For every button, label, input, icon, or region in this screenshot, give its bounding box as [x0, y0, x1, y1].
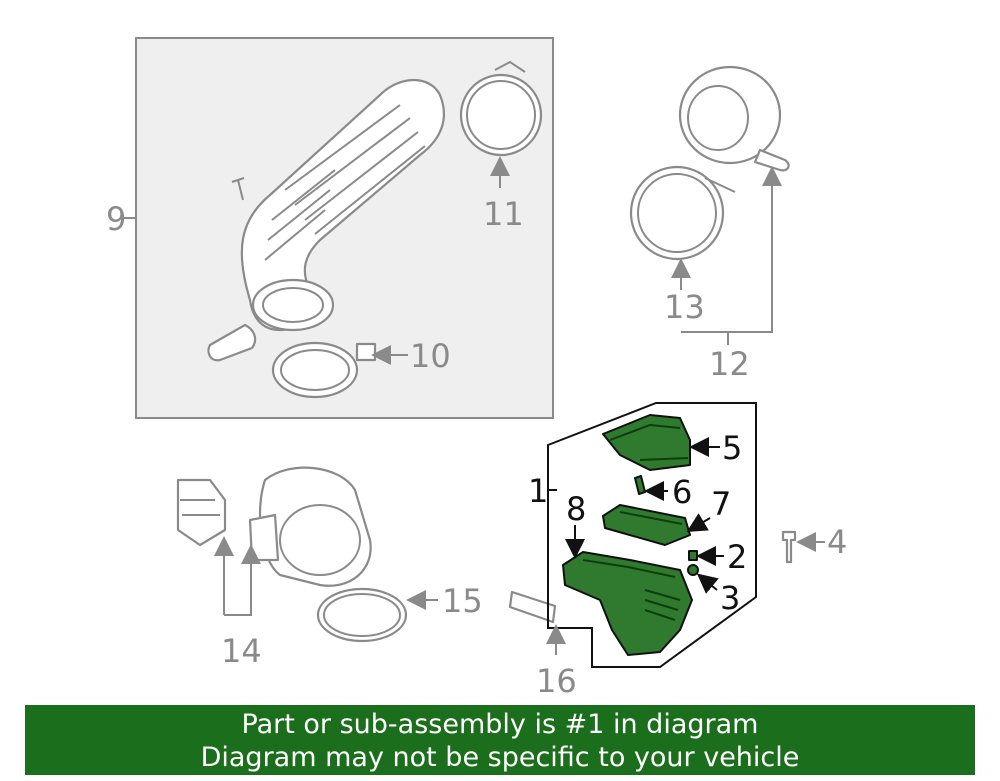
banner-line-1: Part or sub-assembly is #1 in diagram	[241, 709, 759, 740]
callout-6: 6	[672, 473, 692, 511]
callout-7: 7	[711, 485, 731, 523]
callout-4: 4	[827, 523, 847, 561]
callout-15: 15	[442, 582, 483, 620]
callout-8: 8	[566, 490, 586, 528]
clamp-11-drawing	[459, 60, 543, 157]
filter-7-drawing	[602, 504, 691, 546]
grommet-2-drawing	[688, 550, 698, 561]
callout-14: 14	[221, 632, 262, 670]
callout-9: 9	[106, 200, 126, 238]
callout-11: 11	[483, 195, 524, 233]
bracket-16-drawing	[508, 590, 557, 624]
gasket-15-drawing	[316, 587, 408, 643]
clip-4-drawing	[781, 530, 797, 564]
grommet-3-drawing	[687, 564, 699, 576]
callout-10: 10	[410, 337, 451, 375]
lower-case-8-drawing	[562, 551, 693, 656]
mass-airflow-sensor-drawing	[176, 478, 227, 547]
throttle-body-drawing	[248, 466, 372, 587]
upper-cover-5-drawing	[602, 414, 691, 471]
info-banner: Part or sub-assembly is #1 in diagram Di…	[25, 705, 975, 775]
callout-12: 12	[709, 345, 750, 383]
callout-5: 5	[722, 429, 742, 467]
screw-6-drawing	[634, 475, 646, 495]
callout-3: 3	[720, 579, 740, 617]
intake-duct-drawing	[207, 79, 445, 362]
callout-2: 2	[727, 538, 747, 576]
callout-16: 16	[536, 662, 577, 700]
callout-1: 1	[528, 472, 548, 510]
banner-line-2: Diagram may not be specific to your vehi…	[200, 742, 800, 773]
clamp-10-drawing	[271, 341, 377, 399]
parts-diagram: 9 10 11 12 13 14 15 16 4 1 5 6 7 8 2 3	[106, 37, 847, 700]
resonator-12-drawing	[678, 65, 790, 172]
clamp-13-drawing	[629, 165, 736, 261]
callout-13: 13	[664, 288, 705, 326]
